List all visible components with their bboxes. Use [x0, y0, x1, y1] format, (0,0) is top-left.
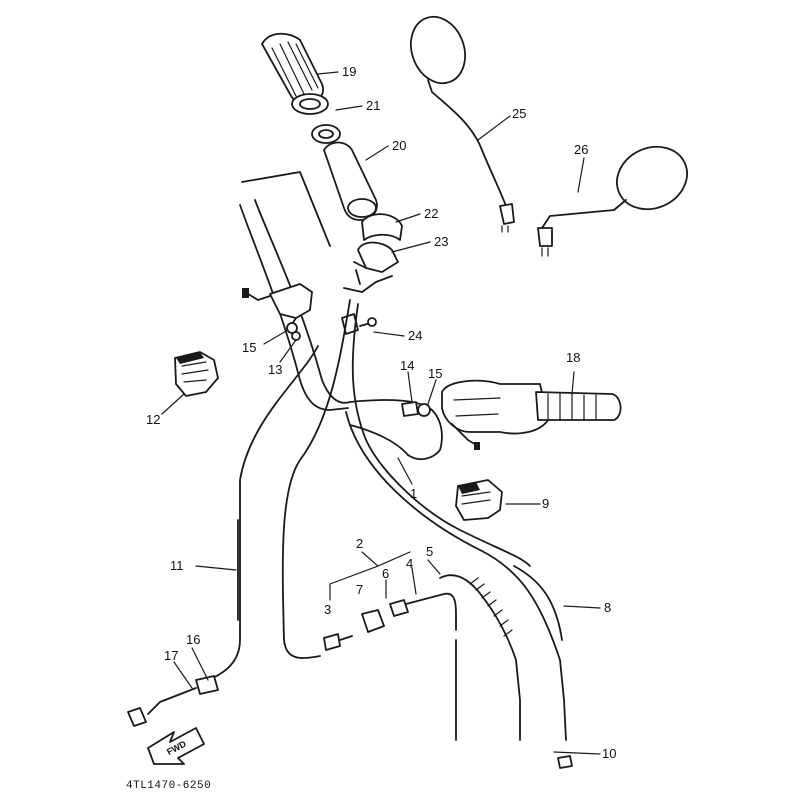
callout-2: 2 — [356, 536, 363, 551]
handlebar — [239, 171, 443, 461]
callout-19: 19 — [342, 64, 356, 79]
leader-lines — [161, 71, 601, 755]
callout-23: 23 — [434, 234, 448, 249]
adjuster-6 — [389, 599, 409, 617]
cable-11 — [199, 345, 319, 683]
ring-21 — [311, 124, 341, 144]
housing-cap-22 — [361, 213, 403, 241]
callout-12: 12 — [146, 412, 160, 427]
throttle-cable — [281, 299, 531, 659]
callout-15-left: 15 — [242, 340, 256, 355]
cap-10 — [557, 755, 573, 769]
right-switch-housing — [441, 379, 549, 450]
left-grip-19 — [261, 32, 329, 115]
callout-22: 22 — [424, 206, 438, 221]
left-switch-12 — [174, 351, 219, 397]
callout-20: 20 — [392, 138, 406, 153]
callout-14: 14 — [400, 358, 414, 373]
adjuster-7 — [361, 609, 385, 633]
callout-numbers: 19 21 20 22 23 24 25 26 15 13 12 14 15 1… — [146, 64, 616, 761]
drawing-code: 4TL1470-6250 — [126, 780, 211, 792]
fitting-3 — [323, 633, 353, 651]
callout-11: 11 — [170, 558, 184, 573]
callout-24: 24 — [408, 328, 422, 343]
callout-8: 8 — [604, 600, 611, 615]
callout-18: 18 — [566, 350, 580, 365]
callout-1: 1 — [410, 486, 417, 501]
callout-7: 7 — [356, 582, 363, 597]
callout-5: 5 — [426, 544, 433, 559]
lever-adjuster-14-15 — [401, 401, 431, 417]
throttle-sleeve-20 — [323, 141, 378, 221]
cable-end-16-17 — [127, 675, 219, 727]
callout-3: 3 — [324, 602, 331, 617]
callout-15-right: 15 — [428, 366, 442, 381]
callout-4: 4 — [406, 556, 413, 571]
callout-13: 13 — [268, 362, 282, 377]
mirror-25 — [410, 15, 515, 233]
fwd-arrow: FWD — [147, 727, 205, 765]
callout-10: 10 — [602, 746, 616, 761]
right-grip-18 — [535, 391, 622, 421]
left-lever-holder — [242, 283, 313, 341]
callout-17: 17 — [164, 648, 178, 663]
mirror-26 — [537, 145, 688, 257]
cable-4 — [405, 592, 457, 741]
callout-21: 21 — [366, 98, 380, 113]
callout-9: 9 — [542, 496, 549, 511]
callout-16: 16 — [186, 632, 200, 647]
cable-8 — [345, 411, 567, 741]
cable-5 — [439, 574, 521, 741]
callout-26: 26 — [574, 142, 588, 157]
right-switch-9 — [455, 479, 503, 521]
housing-cap-23 — [343, 241, 399, 293]
callout-6: 6 — [382, 566, 389, 581]
callout-25: 25 — [512, 106, 526, 121]
bolt-24 — [341, 313, 377, 335]
